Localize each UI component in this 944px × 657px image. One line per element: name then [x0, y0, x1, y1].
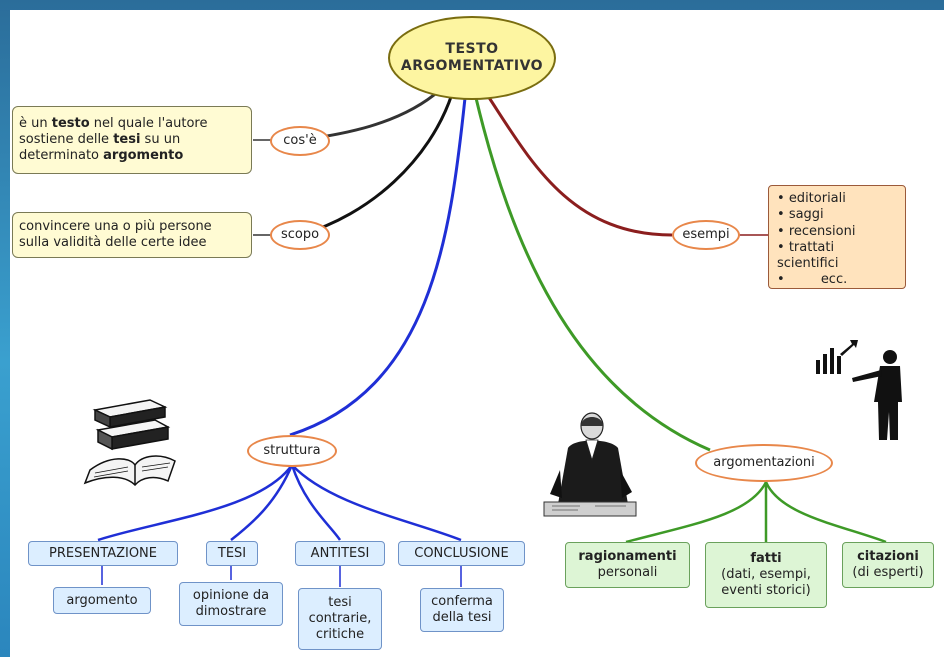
scopo-node: scopo	[270, 220, 330, 250]
detail-line: conferma	[431, 594, 493, 610]
detail-line: tesi	[328, 595, 352, 611]
definition-text: nel quale l'autore	[89, 116, 208, 132]
mind-map-slide: TESTO ARGOMENTATIVO è un testo nel quale…	[10, 10, 944, 657]
argomentazione-title: ragionamenti	[578, 549, 677, 565]
part-title: CONCLUSIONE	[414, 545, 509, 561]
argomentazione-title: citazioni	[857, 549, 919, 565]
definition-text: è un	[19, 116, 52, 132]
argomentazione-title: fatti	[750, 551, 782, 567]
part-title: PRESENTAZIONE	[48, 545, 157, 561]
definition-text: su un	[140, 132, 181, 148]
argomentazione-subtext: (di esperti)	[852, 565, 924, 580]
struttura-node: struttura	[247, 435, 337, 467]
connector-lines	[97, 88, 887, 587]
presenter-chart-icon	[816, 340, 902, 440]
definition-bold-tesi: tesi	[113, 132, 141, 148]
link-argomentazioni	[474, 97, 711, 452]
argomentazione-citazioni: citazioni (di esperti)	[842, 542, 934, 588]
argomentazioni-links	[625, 481, 887, 544]
struttura-part-antitesi: ANTITESI	[295, 541, 385, 566]
definition-bold-testo: testo	[51, 116, 90, 132]
struttura-part-presentazione: PRESENTAZIONE	[28, 541, 178, 566]
lawyer-icon	[543, 412, 637, 517]
link-esempi	[486, 95, 673, 237]
argomentazione-subtext: eventi storici)	[721, 582, 811, 598]
esempi-item: saggi	[777, 207, 897, 223]
esempi-item: recensioni	[777, 224, 897, 240]
definition-text: sostiene delle	[19, 132, 114, 148]
struttura-label: struttura	[263, 443, 321, 459]
scopo-text-line: convincere una o più persone	[19, 219, 212, 235]
detail-line: della tesi	[432, 610, 492, 625]
scopo-text-line: sulla validità delle certe idee	[19, 235, 207, 250]
struttura-detail-opinione: opinione da dimostrare	[179, 582, 283, 626]
part-title: ANTITESI	[310, 545, 370, 561]
argomentazione-ragionamenti: ragionamenti personali	[565, 542, 690, 588]
esempi-extra: ecc.	[777, 272, 897, 288]
argomentazioni-node: argomentazioni	[695, 444, 833, 482]
esempi-label: esempi	[682, 227, 730, 243]
esempi-list-box: editoriali saggi recensioni trattati sci…	[768, 185, 906, 289]
detail-line: opinione da	[192, 588, 270, 604]
link-struttura	[289, 97, 467, 437]
cose-node: cos'è	[270, 126, 330, 156]
scopo-box: convincere una o più persone sulla valid…	[12, 212, 252, 258]
link-scopo	[299, 93, 454, 237]
detail-line: dimostrare	[195, 604, 267, 619]
definition-text: determinato	[19, 147, 104, 163]
struttura-part-tesi: TESI	[206, 541, 258, 566]
esempi-list: editoriali saggi recensioni trattati sci…	[777, 191, 897, 289]
definition-box: è un testo nel quale l'autore sostiene d…	[12, 106, 252, 174]
scopo-label: scopo	[280, 227, 320, 243]
title-line2: ARGOMENTATIVO	[400, 58, 544, 74]
struttura-detail-argomento: argomento	[53, 587, 151, 614]
struttura-detail-tesi-contrarie: tesi contrarie, critiche	[298, 588, 382, 650]
struttura-part-conclusione: CONCLUSIONE	[398, 541, 525, 566]
esempi-node: esempi	[672, 220, 740, 250]
struttura-links	[97, 464, 462, 542]
argomentazione-subtext: (dati, esempi,	[721, 567, 811, 583]
detail-line: critiche	[315, 626, 365, 642]
definition-bold-argomento: argomento	[103, 147, 184, 163]
cose-label: cos'è	[283, 133, 317, 149]
esempi-item: trattati scientifici	[777, 240, 897, 273]
detail-line: contrarie,	[308, 611, 372, 627]
argomentazione-subtext: personali	[597, 565, 658, 580]
books-icon	[83, 399, 176, 487]
struttura-detail-links	[101, 566, 462, 587]
argomentazione-fatti: fatti (dati, esempi, eventi storici)	[705, 542, 827, 608]
title-node: TESTO ARGOMENTATIVO	[388, 16, 556, 100]
part-title: TESI	[217, 545, 247, 561]
title-line1: TESTO	[445, 41, 499, 58]
argomentazioni-label: argomentazioni	[713, 455, 815, 471]
struttura-detail-conferma: conferma della tesi	[420, 588, 504, 632]
esempi-item: editoriali	[777, 191, 897, 207]
detail-line: argomento	[66, 592, 138, 608]
